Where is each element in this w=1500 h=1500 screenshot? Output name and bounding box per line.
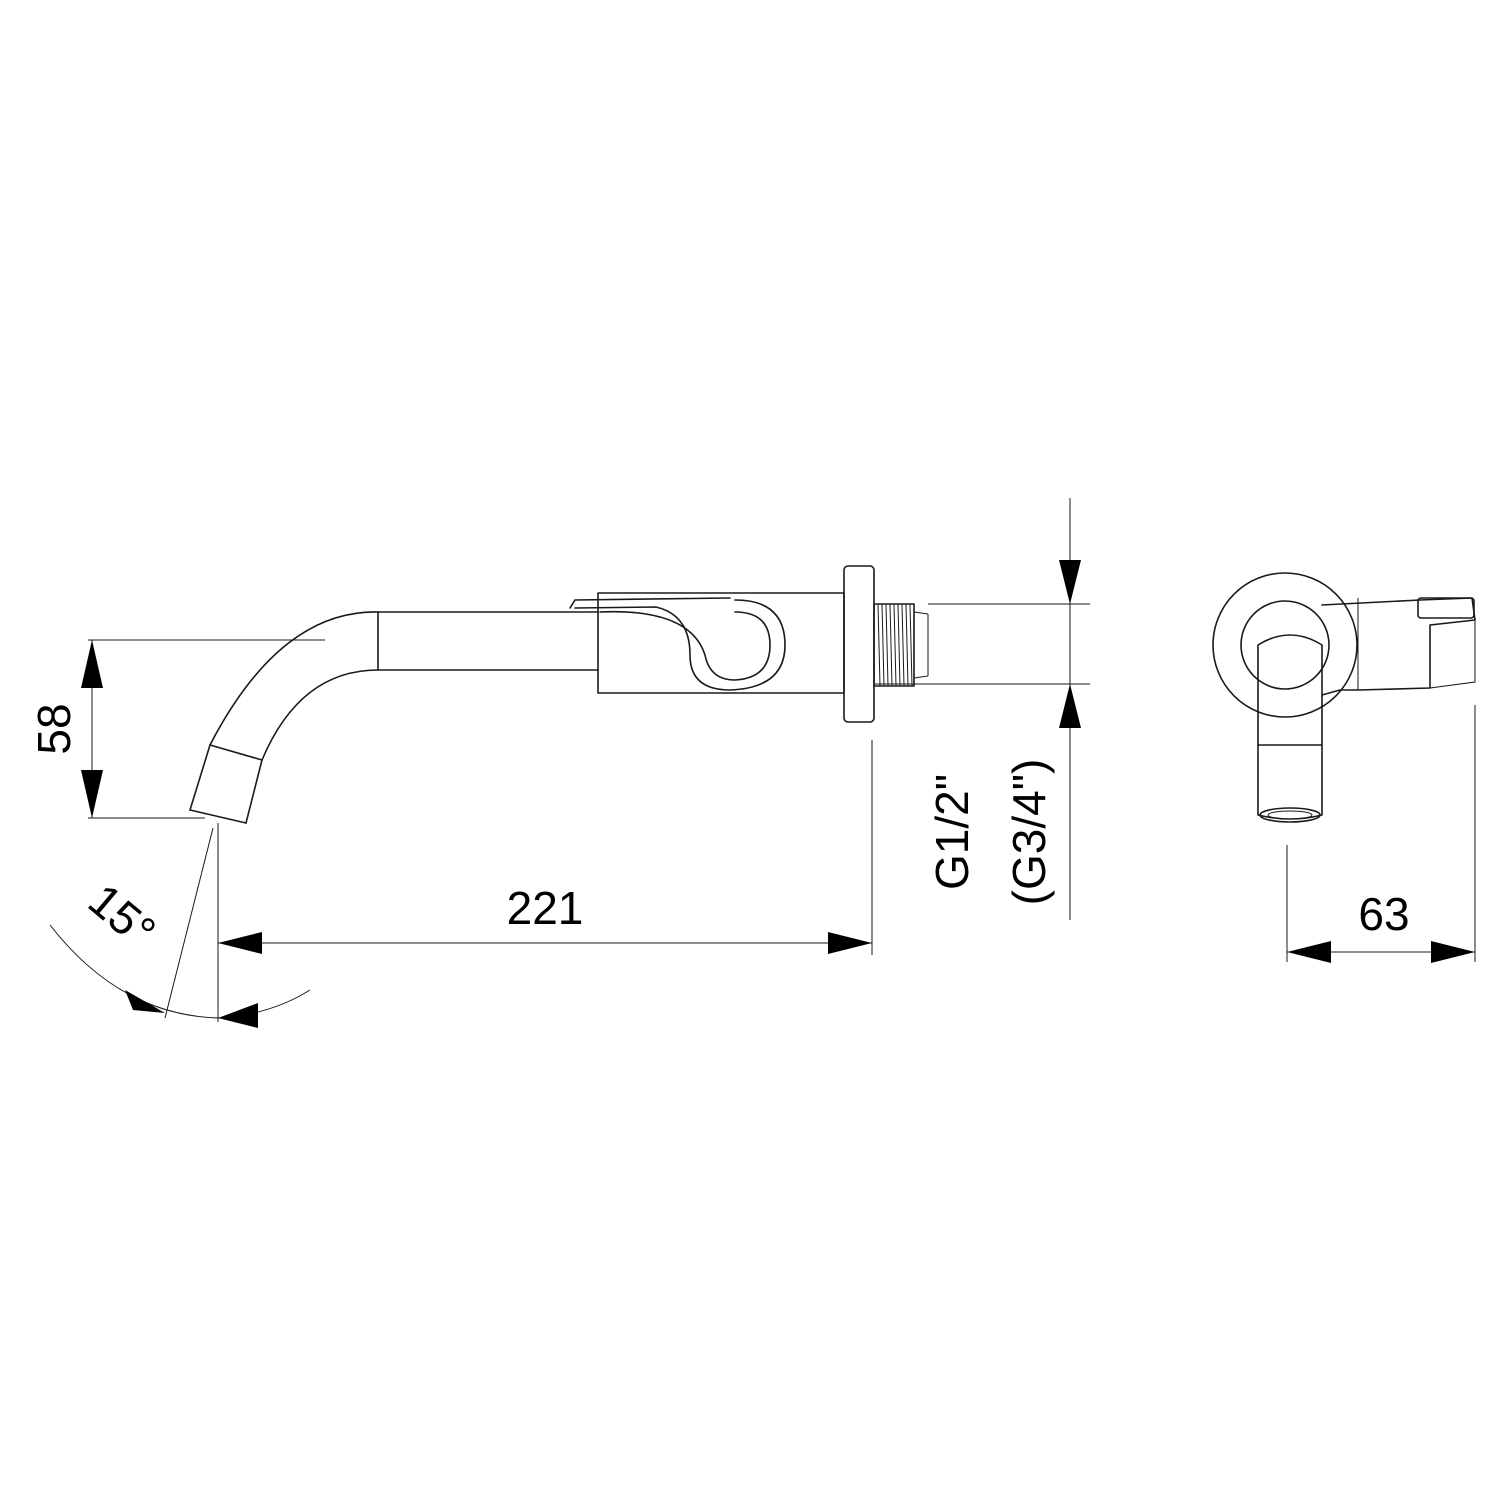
front-spout xyxy=(1257,634,1323,823)
thread-line xyxy=(901,603,905,687)
thread-alt-label: (G3/4") xyxy=(1003,759,1055,906)
thread-main-label: G1/2" xyxy=(926,774,978,890)
wall-flange xyxy=(843,565,875,723)
dimension-thread: G1/2" (G3/4") xyxy=(875,498,1090,920)
dimension-15-label: 15° xyxy=(79,873,166,958)
dimension-58: 58 xyxy=(28,639,325,819)
thread-line xyxy=(893,603,897,687)
dimension-63-label: 63 xyxy=(1358,888,1409,940)
thread-line xyxy=(885,603,889,687)
thread-line xyxy=(881,603,885,687)
front-handle xyxy=(1321,597,1476,696)
valve-body xyxy=(569,592,845,694)
thread-lines xyxy=(877,603,913,687)
side-view xyxy=(189,565,929,824)
flange-outer xyxy=(1212,572,1358,718)
thread-line xyxy=(877,603,881,687)
front-view xyxy=(1212,572,1476,823)
dimension-63: 63 xyxy=(1286,705,1476,963)
spout-arm xyxy=(189,611,599,824)
dimension-15-degree: 15° xyxy=(49,827,311,1028)
threaded-connector xyxy=(873,603,929,687)
thread-line xyxy=(905,603,909,687)
thread-line xyxy=(897,603,901,687)
dimension-221: 221 xyxy=(217,740,873,1022)
thread-line xyxy=(889,603,893,687)
flange-inner xyxy=(1240,600,1330,690)
dimension-221-label: 221 xyxy=(507,882,584,934)
thread-line xyxy=(909,603,913,687)
dimension-58-label: 58 xyxy=(28,703,80,754)
